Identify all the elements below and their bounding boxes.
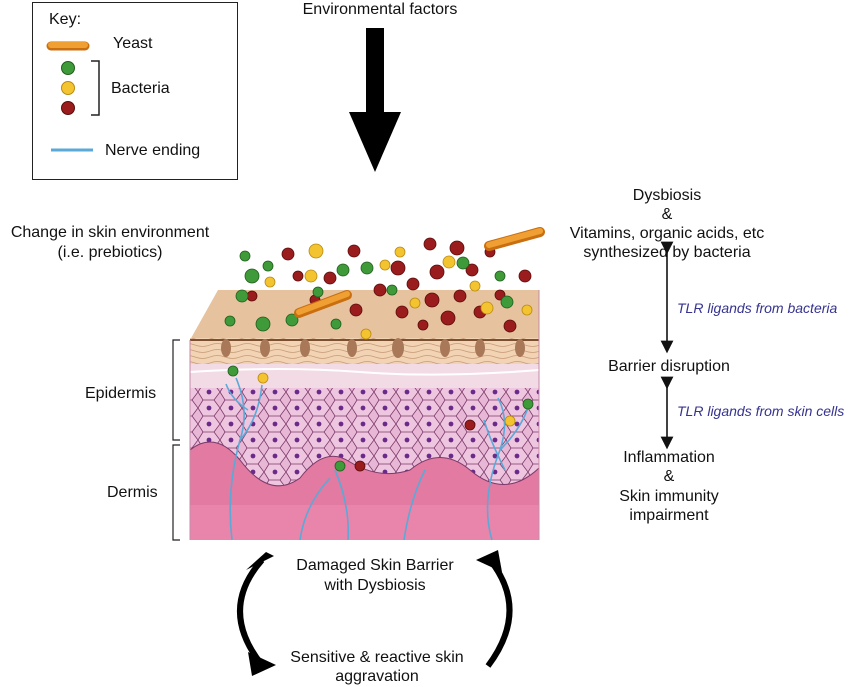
epidermis-layer [189,384,540,487]
dermis-bracket [172,444,180,541]
dysbiosis-line4: synthesized by bacteria [583,244,751,261]
key-legend: Key: Yeast Bacteria Nerve ending [32,2,238,180]
bacteria-green-cluster [224,250,534,472]
skin-cross-section [189,290,540,541]
inflammation-line1: Inflammation [623,449,715,466]
epidermis-label: Epidermis [85,385,157,402]
key-symbols [46,41,100,152]
dermis-label: Dermis [107,484,158,501]
tlr-ligands-skin-label: TLR ligands from skin cells [677,403,845,419]
dysbiosis-line3: Vitamins, organic acids, etc [569,225,765,242]
bacteria-red-icon [61,101,75,115]
cycle-top-line2: with Dysbiosis [324,577,426,594]
key-title: Key: [49,11,82,28]
microbiome [224,227,545,472]
cycle-bottom-line1: Sensitive & reactive skin [290,649,464,666]
bacteria-yellow-icon [61,81,75,95]
environmental-factors-label: Environmental factors [302,1,458,18]
bacteria-green-icon [61,61,75,75]
dysbiosis-line2: & [661,206,673,223]
environmental-arrow-icon [349,28,401,172]
nerve-endings [225,377,529,541]
inflammation-line4: impairment [629,507,709,524]
yeast-cells [294,227,545,318]
inflammation-line2: & [663,468,675,485]
cycle-arrow-left-icon [237,558,265,667]
cycle-top-line1: Damaged Skin Barrier [296,557,454,574]
cycle-arrows [237,550,513,676]
dysbiosis-line1: Dysbiosis [632,187,702,204]
cycle-bottom-line2: aggravation [335,668,419,685]
tlr-ligands-bacteria-label: TLR ligands from bacteria [677,300,838,316]
granular-layer [190,362,539,388]
left-label-line1: Change in skin environment [10,224,210,241]
stratum-corneum-surface [190,290,539,340]
bacteria-yellow-cluster [257,243,533,427]
key-yeast-label: Yeast [113,35,153,52]
key-nerve-label: Nerve ending [105,142,201,159]
inflammation-line3: Skin immunity [619,488,719,505]
bacteria-bracket [91,60,100,116]
left-label-line2: (i.e. prebiotics) [57,244,163,261]
stratum-corneum [190,338,539,364]
key-bacteria-label: Bacteria [111,80,170,97]
epidermis-bracket [172,339,180,441]
barrier-disruption-label: Barrier disruption [608,358,730,375]
cycle-arrow-right-icon [485,558,513,668]
